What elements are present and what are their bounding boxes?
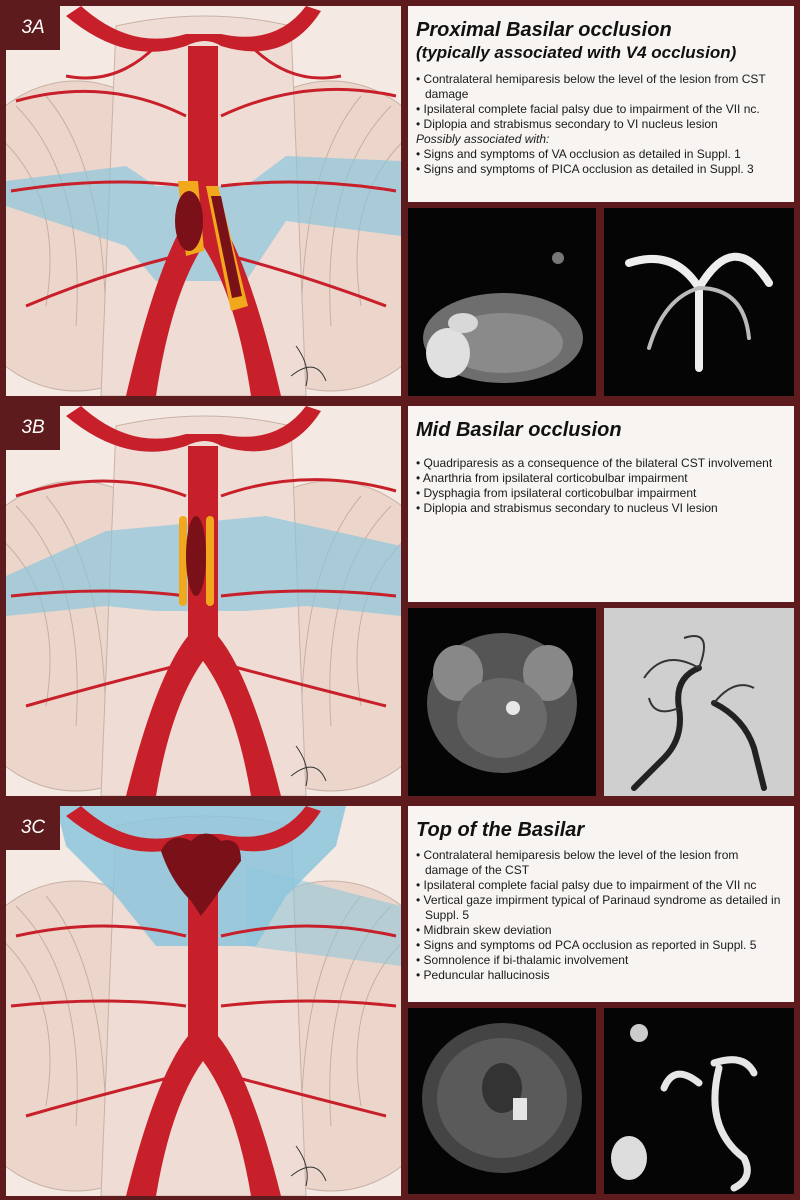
mra-scan-image (604, 208, 794, 396)
symptom-item: Signs and symptoms od PCA occlusion as r… (416, 938, 784, 953)
symptom-item: Diplopia and strabismus secondary to nuc… (416, 501, 784, 516)
panel-title: Proximal Basilar occlusion (416, 19, 672, 41)
panel-tag: 3C (6, 806, 60, 850)
symptoms-box: Mid Basilar occlusion Quadriparesis as a… (408, 406, 794, 602)
illustration-proximal-basilar: 3A (6, 6, 401, 396)
panel-tag: 3B (6, 406, 60, 450)
symptom-item: Ipsilateral complete facial palsy due to… (416, 102, 784, 117)
panel-title: Top of the Basilar (416, 819, 585, 841)
panel-3c: 3C Top of the Basilar Contralateral hemi… (0, 800, 800, 1196)
symptom-item: Vertical gaze impirment typical of Parin… (416, 893, 784, 923)
association-note: Possibly associated with: (416, 132, 550, 146)
dwi-scan-image (408, 208, 596, 396)
symptom-item: Contralateral hemiparesis below the leve… (416, 72, 784, 102)
symptom-item: Quadriparesis as a consequence of the bi… (416, 456, 784, 471)
symptom-item: Contralateral hemiparesis below the leve… (416, 848, 784, 878)
angiography-image (604, 608, 794, 796)
symptom-item: Signs and symptoms of VA occlusion as de… (416, 147, 784, 162)
symptoms-box: Proximal Basilar occlusion (typically as… (408, 6, 794, 202)
symptoms-box: Top of the Basilar Contralateral hemipar… (408, 806, 794, 1002)
dwi-scan-image (408, 608, 596, 796)
panel-3a: 3A Proximal Basilar occlusion (typically… (0, 0, 800, 396)
symptom-item: Midbrain skew deviation (416, 923, 784, 938)
symptom-item: Signs and symptoms of PICA occlusion as … (416, 162, 784, 177)
panel-subtitle: (typically associated with V4 occlusion) (416, 43, 737, 62)
dwi-scan-image (408, 1008, 596, 1194)
symptom-item: Diplopia and strabismus secondary to VI … (416, 117, 784, 132)
panel-tag: 3A (6, 6, 60, 50)
illustration-mid-basilar: 3B (6, 406, 401, 796)
symptom-item: Ipsilateral complete facial palsy due to… (416, 878, 784, 893)
mra-scan-image (604, 1008, 794, 1194)
panel-title: Mid Basilar occlusion (416, 419, 622, 441)
symptom-item: Anarthria from ipsilateral corticobulbar… (416, 471, 784, 486)
symptom-item: Somnolence if bi-thalamic involvement (416, 953, 784, 968)
illustration-top-of-basilar: 3C (6, 806, 401, 1196)
panel-3b: 3B Mid Basilar occlusion Quadriparesis a… (0, 400, 800, 796)
symptom-item: Dysphagia from ipsilateral corticobulbar… (416, 486, 784, 501)
symptom-item: Peduncular hallucinosis (416, 968, 784, 983)
